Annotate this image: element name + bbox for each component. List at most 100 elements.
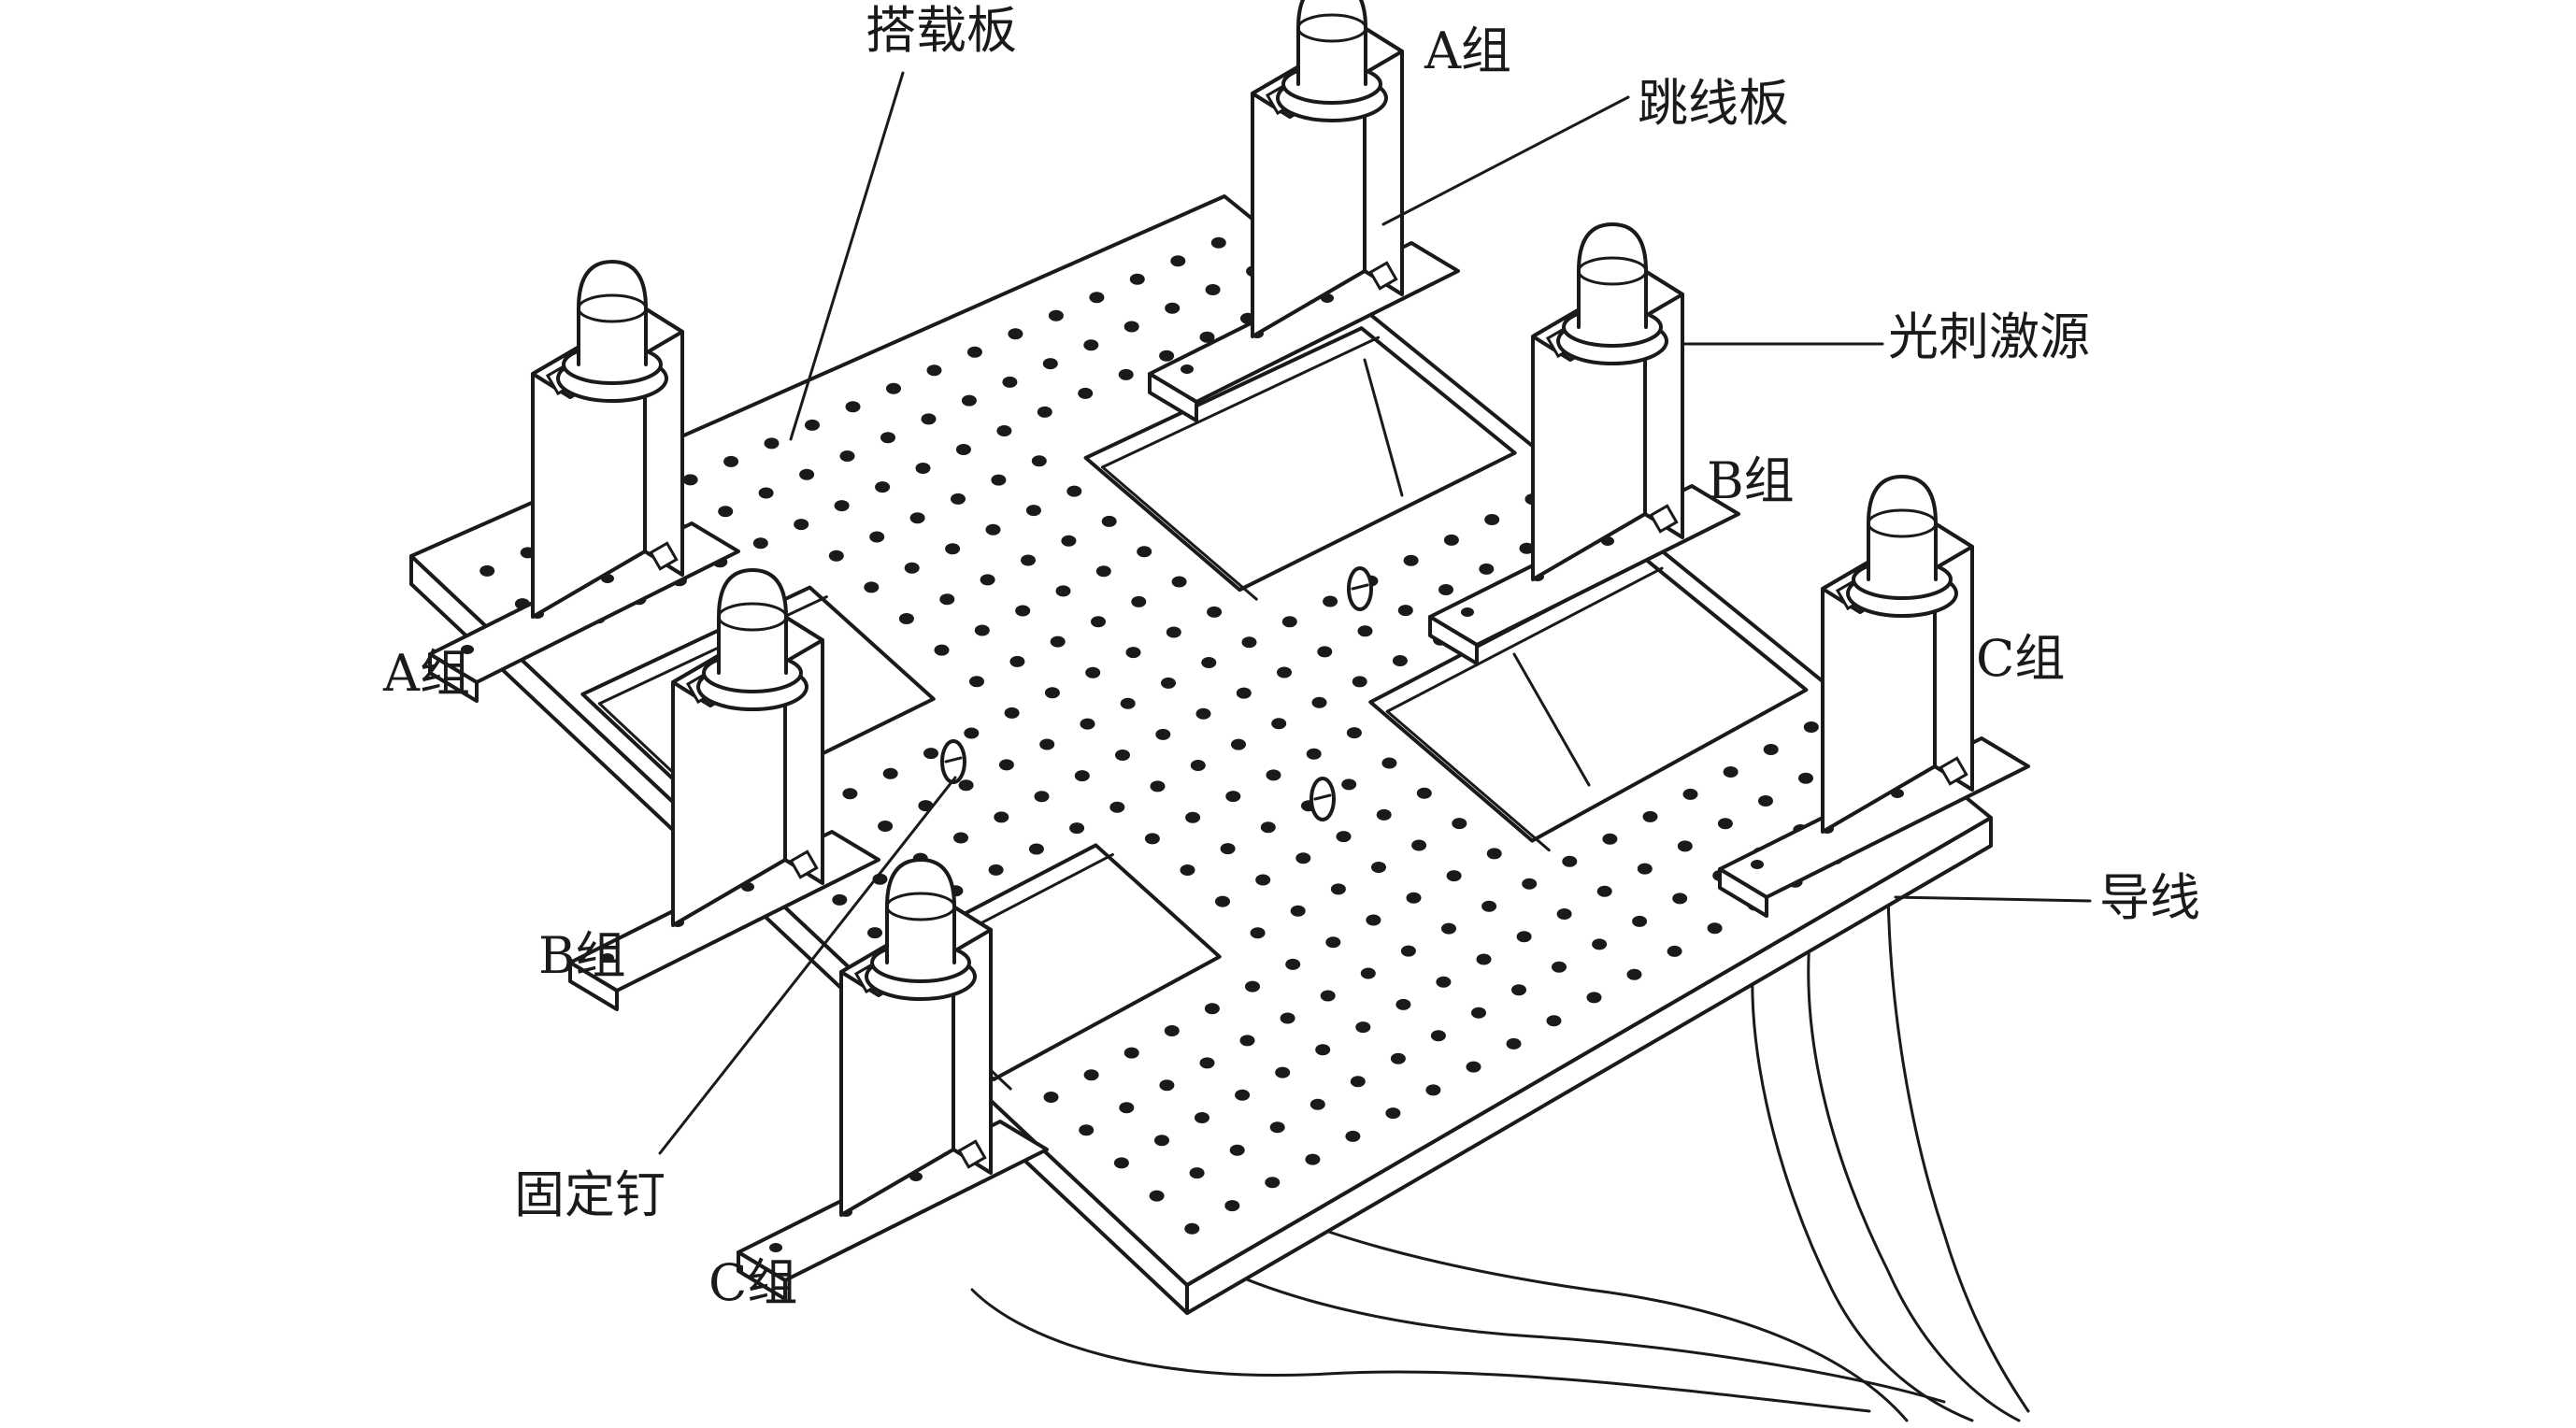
mount-hole (1185, 811, 1201, 823)
mount-hole (1085, 666, 1101, 678)
bulb-dome (1867, 475, 1938, 581)
lead-wire (970, 1288, 1871, 1413)
mount-hole (805, 419, 820, 431)
light-source-icon (1846, 475, 1958, 618)
label-mounting-board: 搭载板 (866, 1, 1017, 60)
mount-hole (1002, 376, 1018, 388)
mount-hole (964, 727, 980, 739)
mount-hole (1325, 936, 1341, 949)
mount-hole (1425, 1084, 1441, 1096)
mount-hole (1803, 721, 1819, 733)
mount-hole (1323, 595, 1338, 607)
light-source-icon (696, 568, 809, 711)
mount-hole (1371, 862, 1386, 873)
mount-hole (1441, 922, 1456, 935)
mount-hole (1406, 892, 1422, 904)
mount-hole (1395, 998, 1411, 1010)
mount-hole (1137, 546, 1152, 558)
pin-slot (1313, 793, 1332, 801)
lead-wire (1886, 877, 2030, 1413)
mount-hole (794, 519, 809, 531)
mount-hole (1004, 707, 1020, 719)
mount-hole (1602, 833, 1618, 845)
mount-hole (799, 468, 815, 480)
mount-hole (1586, 992, 1602, 1004)
mount-hole (1034, 791, 1050, 803)
mount-hole (1215, 895, 1230, 907)
mount-hole (828, 550, 844, 562)
mount-hole (1341, 778, 1357, 791)
mount-hole (1190, 760, 1206, 771)
mount-hole (1311, 696, 1327, 708)
jumper-wire (1363, 358, 1404, 497)
mount-hole (1411, 839, 1427, 851)
mount-hole (1170, 255, 1186, 267)
leader-jumper-board (1381, 95, 1630, 226)
mount-hole (867, 927, 882, 939)
mount-hole (1471, 1007, 1486, 1019)
mount-hole (1184, 1222, 1200, 1235)
mount-hole (1484, 514, 1500, 525)
mount-hole (842, 788, 858, 800)
pin-head (1309, 777, 1336, 821)
mount-hole (1481, 900, 1497, 912)
mount-hole (1357, 625, 1373, 637)
label-group-a-left: A组 (383, 644, 470, 703)
mount-hole (1275, 1066, 1291, 1078)
mount-hole (1101, 515, 1117, 527)
mount-hole (1241, 636, 1257, 649)
mount-hole (1069, 822, 1085, 835)
mount-hole (880, 432, 895, 444)
mount-hole (1031, 455, 1047, 467)
terminal (1939, 756, 1968, 786)
mount-hole (1118, 368, 1134, 380)
terminal (1649, 504, 1679, 534)
mount-hole (1109, 801, 1125, 813)
mount-hole (1180, 864, 1195, 876)
bracket-hole (1751, 860, 1764, 869)
mount-hole (832, 893, 848, 906)
window-upper-right (1083, 326, 1517, 601)
terminal (649, 541, 679, 571)
mount-hole (1119, 1102, 1135, 1114)
mount-hole (1095, 565, 1111, 578)
mount-hole (909, 512, 925, 524)
mount-hole (1403, 554, 1419, 566)
mount-hole (1476, 953, 1492, 965)
mount-hole (961, 394, 977, 407)
mount-hole (1309, 1098, 1325, 1110)
mount-hole (1159, 350, 1175, 362)
mount-hole (998, 759, 1014, 771)
mount-hole (1008, 328, 1023, 340)
mount-hole (1050, 635, 1066, 648)
hole-grid (479, 236, 1924, 1235)
mount-hole (1155, 728, 1171, 740)
mount-hole (1154, 1135, 1169, 1147)
mount-hole (1479, 563, 1495, 575)
mount-hole (1345, 1130, 1361, 1142)
window-inner-edge (597, 595, 828, 706)
mount-hole (875, 481, 891, 493)
mount-hole (1592, 938, 1608, 950)
mount-hole (1596, 885, 1612, 897)
mount-hole (1381, 757, 1397, 769)
mount-hole (1430, 1030, 1446, 1042)
mount-hole (1115, 750, 1130, 761)
mount-hole (1165, 302, 1181, 314)
pin-head (1347, 566, 1373, 611)
bulb-dome (1577, 222, 1648, 329)
mount-hole (1519, 542, 1535, 554)
window-opening (1083, 326, 1517, 593)
label-group-a-top: A组 (1424, 21, 1511, 80)
mount-hole (1452, 818, 1467, 830)
unit-b-left (568, 568, 880, 1011)
mount-hole (1376, 808, 1392, 821)
mount-hole (1144, 833, 1160, 845)
mount-hole (991, 474, 1007, 486)
mount-hole (1336, 831, 1352, 843)
mount-hole (1352, 676, 1367, 688)
mount-hole (845, 401, 861, 413)
window-inner-edge (1385, 566, 1664, 713)
jumper-wire (1512, 652, 1591, 787)
